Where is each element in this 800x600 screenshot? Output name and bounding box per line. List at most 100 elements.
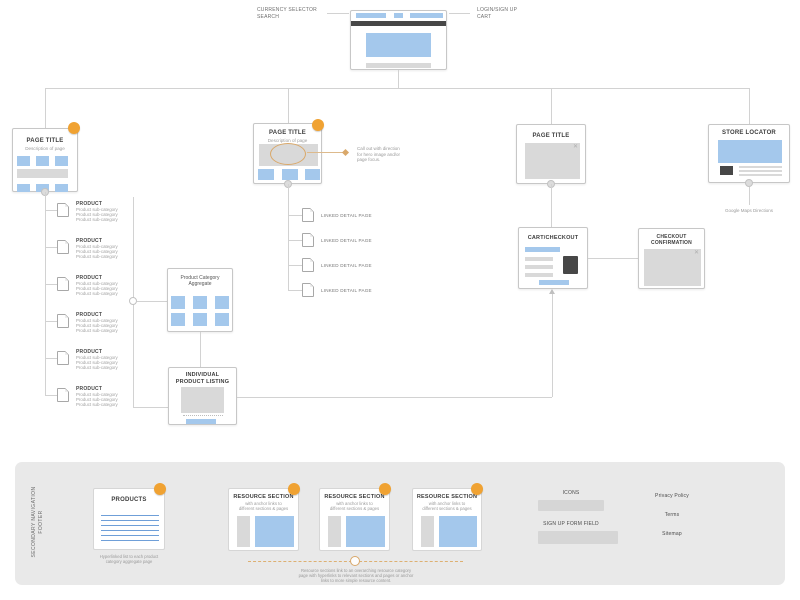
node-title: RESOURCE SECTION	[324, 494, 385, 500]
page-description: Description of page	[267, 138, 308, 143]
product-sub: Product sub-category	[76, 365, 118, 370]
cart-checkout-node: CART/CHECKOUT	[518, 227, 588, 289]
annotation-badge	[312, 119, 324, 131]
product-sub: Product sub-category	[76, 397, 118, 402]
footer-placeholder	[366, 63, 431, 68]
store-locator-node: STORE LOCATOR	[708, 124, 790, 183]
close-icon: ✕	[572, 144, 578, 150]
product-sub: Product sub-category	[76, 281, 118, 286]
category-page-node-center: PAGE TITLE Description of page	[253, 123, 322, 184]
linked-detail-page: LINKED DETAIL PAGE	[321, 288, 372, 293]
page-description: Description of page	[25, 146, 65, 151]
page-title: PAGE TITLE	[26, 138, 64, 144]
connector-line	[552, 293, 553, 397]
page-icon	[57, 203, 69, 217]
thumbnail-placeholder	[55, 156, 68, 166]
thumbnail-placeholder	[17, 156, 30, 166]
node-subtitle: with anchor links to	[245, 501, 282, 506]
text-line-placeholder	[739, 170, 782, 172]
icons-placeholder	[538, 500, 604, 511]
page-icon	[57, 388, 69, 402]
product-sub: Product sub-category	[76, 392, 118, 397]
page-title-node-right: PAGE TITLE ✕	[516, 124, 586, 184]
node-title: STORE LOCATOR	[722, 130, 776, 136]
connector-line	[749, 187, 750, 205]
nav-bar-placeholder	[410, 13, 443, 18]
hero-placeholder	[366, 33, 431, 57]
annotation-connector-line	[449, 13, 470, 14]
callout-line	[307, 152, 344, 153]
signup-field-placeholder	[538, 531, 618, 544]
content-bar-placeholder	[525, 273, 553, 277]
connector-line	[137, 301, 167, 302]
button-placeholder	[186, 419, 216, 424]
annotation-line: LOGIN/SIGN UP	[477, 7, 518, 13]
connector-line	[551, 184, 552, 227]
annotation-badge	[379, 483, 391, 495]
connector-line	[288, 88, 289, 123]
caption-line: page with hyperlinks to relevant section…	[298, 573, 414, 579]
product-title: PRODUCT	[76, 312, 103, 318]
caption-line: links to more simple resource content.	[320, 578, 392, 584]
product-sub: Product sub-category	[76, 217, 118, 222]
content-bar-placeholder	[17, 169, 68, 178]
link-line-placeholder	[101, 535, 159, 536]
product-item: PRODUCT Product sub-category Product sub…	[76, 275, 118, 296]
callout-ellipse	[270, 143, 306, 165]
annotation-line: CART	[477, 13, 492, 20]
product-title: PRODUCT	[76, 349, 103, 355]
node-title: CART/CHECKOUT	[527, 235, 579, 241]
footer-resources-caption: Resource sections link to an overarching…	[245, 568, 467, 584]
annotation-badge	[154, 483, 166, 495]
connector-line	[288, 215, 302, 216]
node-title: PRODUCTS	[111, 497, 147, 503]
node-subtitle: with anchor links to	[336, 501, 373, 506]
thumbnail-placeholder	[17, 184, 30, 192]
connector-line	[288, 184, 289, 290]
node-subtitle: different sections & pages	[422, 506, 472, 511]
product-title: PRODUCT	[76, 201, 103, 207]
page-title: PAGE TITLE	[532, 133, 570, 139]
thumbnail-placeholder	[171, 296, 185, 309]
product-item: PRODUCT Product sub-category Product sub…	[76, 238, 118, 259]
currency-search-annotation: CURRENCY SELECTOR SEARCH	[257, 7, 327, 20]
sidebar-placeholder	[421, 516, 434, 547]
product-sub: Product sub-category	[76, 207, 118, 212]
link-line-placeholder	[101, 525, 159, 526]
content-placeholder	[346, 516, 385, 547]
node-title: RESOURCE SECTION	[233, 494, 294, 500]
annotation-line: CURRENCY SELECTOR	[257, 7, 317, 13]
linked-detail-page: LINKED DETAIL PAGE	[321, 238, 372, 243]
thumbnail-placeholder	[305, 169, 320, 180]
callout-text-line: for hero image and/or	[357, 151, 401, 157]
callout-text: Call out with direction for hero image a…	[357, 146, 400, 163]
node-title: INDIVIDUAL	[185, 372, 220, 378]
annotation-badge	[471, 483, 483, 495]
connector-dot	[745, 179, 753, 187]
product-item: PRODUCT Product sub-category Product sub…	[76, 349, 118, 370]
link-line-placeholder	[101, 515, 159, 516]
connector-line	[45, 192, 46, 395]
menu-bar-placeholder	[351, 21, 446, 26]
connector-line	[45, 321, 57, 322]
page-icon	[57, 351, 69, 365]
node-title: Aggregate	[188, 281, 212, 287]
annotation-line: SEARCH	[257, 13, 280, 20]
modal-placeholder: ✕	[525, 143, 580, 179]
content-bar-placeholder	[525, 247, 560, 252]
content-bar-placeholder	[525, 265, 553, 269]
caption-line: category aggregate page	[105, 559, 153, 564]
page-icon	[302, 208, 314, 222]
divider	[183, 415, 223, 416]
annotation-badge	[288, 483, 300, 495]
thumbnail-placeholder	[215, 296, 229, 309]
resource-link-dot	[350, 556, 360, 566]
node-title: CONFIRMATION	[651, 240, 692, 246]
content-placeholder	[255, 516, 294, 547]
node-title: Product Category	[180, 275, 220, 281]
node-title: RESOURCE SECTION	[416, 494, 478, 500]
thumbnail-placeholder	[193, 296, 207, 309]
product-sub: Product sub-category	[76, 328, 118, 333]
annotation-badge	[68, 122, 80, 134]
